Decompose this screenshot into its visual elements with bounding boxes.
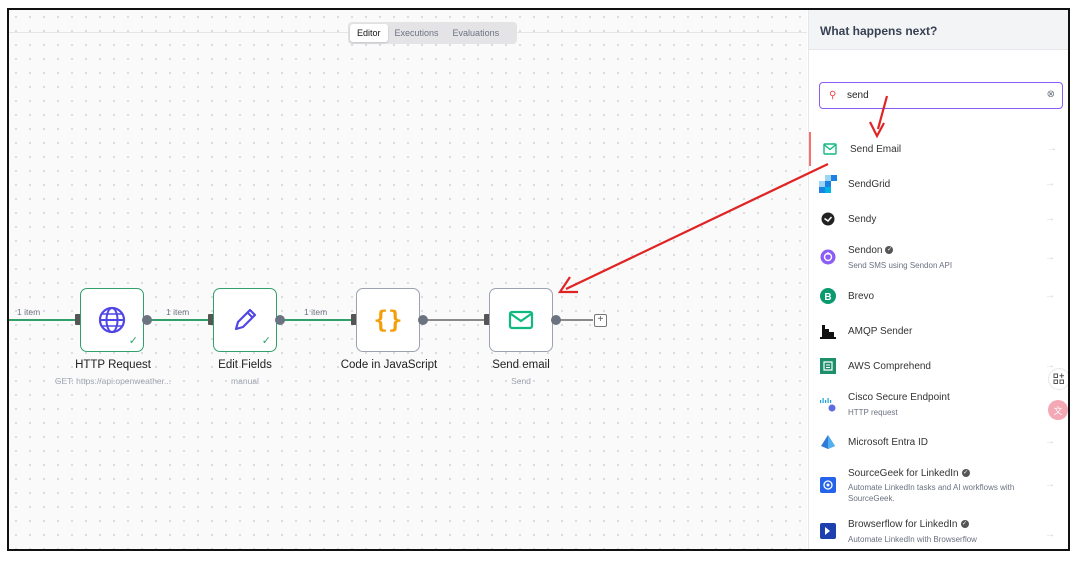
- sendon-icon: [819, 248, 837, 266]
- workflow-canvas[interactable]: Editor Executions Evaluations 1 item 1 i…: [9, 10, 807, 549]
- sendy-icon: [819, 210, 837, 228]
- edge-label-http-to-edit: 1 item: [166, 307, 190, 317]
- list-item-name: AMQP Sender: [848, 326, 913, 337]
- edge-label-incoming: 1 item: [17, 307, 41, 317]
- success-check-icon: ✓: [261, 335, 271, 347]
- edge-edit-to-code[interactable]: [283, 319, 351, 321]
- svg-text:文: 文: [1053, 405, 1062, 417]
- aws-comprehend-icon: [819, 357, 837, 375]
- list-item-name: Send Email: [850, 144, 902, 155]
- list-item-browserflow-linkedin[interactable]: Browserflow for LinkedIn✓ Automate Linke…: [809, 514, 1068, 548]
- list-item-desc: Automate LinkedIn tasks and AI workflows…: [848, 483, 1015, 503]
- browserflow-icon: [819, 522, 837, 540]
- list-item-send-email[interactable]: Send Email →: [809, 132, 1068, 166]
- pencil-icon: [234, 308, 257, 331]
- list-item-sendy[interactable]: Sendy →: [809, 202, 1068, 236]
- list-item-desc: Automate LinkedIn with Browserflow: [848, 535, 977, 544]
- apps-grid-icon[interactable]: [1048, 368, 1068, 390]
- svg-text:B: B: [824, 292, 831, 303]
- envelope-icon: [821, 140, 839, 158]
- arrow-right-icon: →: [1045, 360, 1055, 371]
- code-braces-icon: {}: [373, 306, 403, 334]
- add-node-plus-icon[interactable]: +: [594, 314, 607, 327]
- search-input[interactable]: ⚲ send ⊗: [819, 82, 1063, 109]
- verified-badge-icon: ✓: [961, 469, 970, 478]
- node-email-input-port[interactable]: [484, 314, 490, 325]
- list-item-name: Cisco Secure Endpoint: [848, 392, 950, 403]
- list-item-sendgrid[interactable]: SendGrid →: [809, 167, 1068, 201]
- edge-http-to-edit[interactable]: [150, 319, 208, 321]
- brevo-icon: B: [819, 287, 837, 305]
- node-code-output-port[interactable]: [418, 315, 428, 325]
- node-send-email[interactable]: [489, 288, 553, 352]
- list-item-microsoft-entra-id[interactable]: Microsoft Entra ID →: [809, 425, 1068, 459]
- list-item-name: Browserflow for LinkedIn✓: [848, 519, 969, 530]
- list-item-desc: HTTP request: [848, 408, 898, 417]
- node-email-subtitle: Send: [511, 376, 531, 386]
- edge-email-to-add: [559, 319, 593, 321]
- arrow-right-icon: →: [1045, 290, 1055, 301]
- clear-search-icon[interactable]: ⊗: [1046, 89, 1055, 100]
- amqp-icon: [819, 322, 837, 340]
- entra-icon: [819, 433, 837, 451]
- app-frame: Editor Executions Evaluations 1 item 1 i…: [7, 8, 1070, 551]
- globe-icon: [98, 306, 126, 334]
- edge-label-edit-to-code: 1 item: [304, 307, 328, 317]
- list-item-name: SourceGeek for LinkedIn✓: [848, 468, 970, 479]
- arrow-right-icon: →: [1045, 252, 1055, 263]
- node-code-javascript[interactable]: {}: [356, 288, 420, 352]
- list-item-aws-comprehend[interactable]: AWS Comprehend →: [809, 349, 1068, 383]
- list-item-desc: Send SMS using Sendon API: [848, 261, 953, 270]
- search-value: send: [847, 90, 869, 101]
- tab-executions[interactable]: Executions: [394, 28, 439, 38]
- list-item-amqp-sender[interactable]: AMQP Sender: [809, 314, 1068, 348]
- arrow-right-icon: →: [1045, 178, 1055, 189]
- list-item-brevo[interactable]: B Brevo →: [809, 279, 1068, 313]
- tab-editor[interactable]: Editor: [350, 24, 388, 42]
- node-code-input-port[interactable]: [351, 314, 357, 325]
- list-item-name: SendGrid: [848, 179, 891, 190]
- arrow-right-icon: →: [1047, 143, 1057, 154]
- tab-evaluations[interactable]: Evaluations: [452, 28, 500, 38]
- node-edit-title: Edit Fields: [218, 359, 272, 371]
- view-tabs: Editor Executions Evaluations: [348, 22, 517, 44]
- list-item-sendon[interactable]: Sendon✓ Send SMS using Sendon API →: [809, 237, 1068, 277]
- node-creator-panel: What happens next? ⚲ send ⊗ Send Email →…: [808, 10, 1068, 549]
- list-item-sourcegeek-linkedin[interactable]: SourceGeek for LinkedIn✓ Automate Linked…: [809, 462, 1068, 507]
- cisco-icon: [819, 395, 837, 413]
- arrow-right-icon: →: [1045, 213, 1055, 224]
- list-item-name: Microsoft Entra ID: [848, 437, 929, 448]
- node-http-title: HTTP Request: [75, 359, 151, 371]
- node-http-input-port[interactable]: [75, 314, 81, 325]
- sendgrid-icon: [819, 175, 837, 193]
- success-check-icon: ✓: [128, 335, 138, 347]
- list-item-name: Sendy: [848, 214, 877, 225]
- node-http-subtitle: GET: https://api.openweather...: [54, 376, 172, 386]
- arrow-right-icon: →: [1045, 436, 1055, 447]
- arrow-right-icon: →: [1045, 479, 1055, 490]
- node-http-request[interactable]: ✓: [80, 288, 144, 352]
- node-code-title: Code in JavaScript: [340, 359, 438, 371]
- envelope-icon: [508, 310, 534, 330]
- node-email-output-port[interactable]: [551, 315, 561, 325]
- node-edit-input-port[interactable]: [208, 314, 214, 325]
- edge-incoming: [9, 319, 75, 321]
- sourcegeek-icon: [819, 476, 837, 494]
- list-item-name: Brevo: [848, 291, 875, 302]
- node-edit-output-port[interactable]: [275, 315, 285, 325]
- list-item-cisco-secure-endpoint[interactable]: Cisco Secure Endpoint HTTP request: [809, 384, 1068, 424]
- list-item-name: AWS Comprehend: [848, 361, 931, 372]
- translate-icon[interactable]: 文: [1048, 400, 1068, 420]
- edge-code-to-email[interactable]: [426, 319, 484, 321]
- arrow-right-icon: →: [1045, 529, 1055, 540]
- node-edit-subtitle: manual: [231, 376, 259, 386]
- panel-title: What happens next?: [809, 10, 1068, 50]
- node-edit-fields[interactable]: ✓: [213, 288, 277, 352]
- search-icon: ⚲: [829, 90, 837, 101]
- node-email-title: Send email: [492, 359, 550, 371]
- verified-badge-icon: ✓: [960, 520, 969, 529]
- node-http-output-port[interactable]: [142, 315, 152, 325]
- list-item-name: Sendon✓: [848, 245, 894, 256]
- verified-badge-icon: ✓: [885, 246, 894, 255]
